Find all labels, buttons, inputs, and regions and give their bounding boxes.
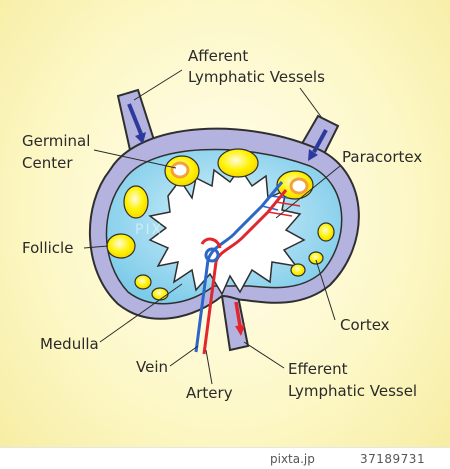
footer-brand: pixta.jp — [270, 452, 315, 466]
footer-bar: pixta.jp 37189731 — [0, 447, 450, 469]
label-afferent-line1: Afferent — [188, 47, 248, 65]
afferent-arrow-right — [312, 129, 328, 153]
afferent-arrow-right-head — [308, 149, 318, 161]
follicle — [106, 233, 136, 259]
follicle — [308, 251, 324, 265]
follicle — [123, 185, 149, 219]
label-germinal-line2: Center — [22, 154, 73, 172]
label-efferent-line1: Efferent — [288, 360, 348, 378]
artery-vessel — [202, 189, 288, 355]
follicle — [151, 287, 169, 301]
label-germinal-line1: Germinal — [22, 132, 90, 150]
germinal-center — [170, 161, 190, 179]
label-vein: Vein — [136, 358, 168, 376]
label-paracortex: Paracortex — [342, 148, 422, 166]
label-cortex: Cortex — [340, 316, 390, 334]
hilum-vessel-loop — [204, 247, 220, 263]
label-artery: Artery — [186, 384, 233, 402]
leader-follicle — [83, 245, 109, 249]
label-afferent-line2: Lymphatic Vessels — [188, 68, 325, 86]
follicle — [217, 148, 259, 178]
watermark: PIXTA — [135, 222, 184, 238]
leader-paracortex — [275, 165, 341, 219]
leader-germinal — [93, 149, 177, 169]
efferent-arrow — [234, 301, 242, 327]
follicle — [134, 274, 152, 290]
label-medulla: Medulla — [40, 335, 99, 353]
leader-afferent-right — [299, 87, 323, 119]
leader-afferent — [133, 69, 183, 101]
label-efferent-line2: Lymphatic Vessel — [288, 382, 417, 400]
footer-image-id: 37189731 — [360, 452, 426, 466]
label-follicle: Follicle — [22, 239, 73, 257]
follicle — [317, 222, 335, 242]
leader-medulla — [99, 283, 183, 343]
afferent-arrow-left — [127, 103, 143, 135]
leader-cortex — [315, 259, 336, 321]
leader-artery — [205, 349, 213, 385]
artery-branch — [267, 201, 301, 217]
efferent-arrow-head — [235, 325, 245, 336]
artery-arc — [200, 237, 222, 249]
leader-efferent — [243, 341, 285, 369]
germinal-center — [289, 177, 309, 195]
afferent-arrow-left-head — [135, 132, 146, 144]
follicle — [290, 263, 306, 277]
leader-vein — [169, 345, 199, 367]
